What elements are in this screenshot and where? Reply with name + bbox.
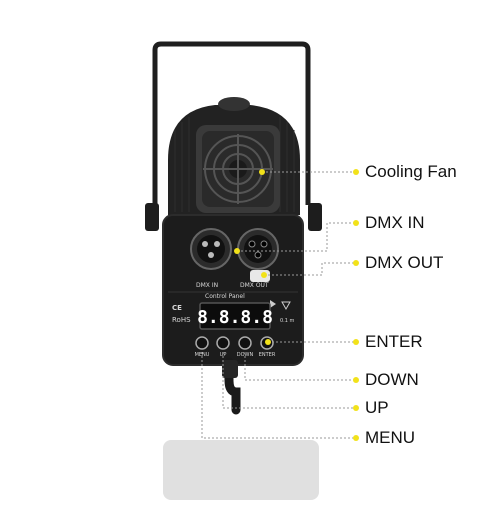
callout-up: UP <box>365 398 389 417</box>
callout-menu: MENU <box>365 428 416 447</box>
rohs-mark: RoHS <box>172 316 191 324</box>
control-buttons: MENU UP DOWN ENTER <box>195 336 276 358</box>
callout-enter: ENTER <box>365 332 423 351</box>
menu-button[interactable] <box>195 336 209 350</box>
ce-mark: CE <box>172 304 182 312</box>
bolt-icon <box>270 300 276 308</box>
callout-dots <box>234 169 359 441</box>
warning-icon <box>281 301 291 311</box>
dmx-in-port-label: DMX IN <box>196 282 218 289</box>
down-button-label: DOWN <box>237 352 254 358</box>
down-button[interactable] <box>238 336 252 350</box>
dmx-in-connector <box>190 228 232 270</box>
led-display <box>199 302 271 330</box>
floor-reflection <box>163 440 319 500</box>
distance-mark: 0.1 m <box>280 318 295 324</box>
yoke-bracket <box>152 41 311 205</box>
enter-button-label: ENTER <box>259 352 276 358</box>
cable-gland <box>222 360 238 378</box>
housing-top-cap <box>218 97 250 111</box>
callout-dmx-in: DMX IN <box>365 213 425 232</box>
left-knob <box>145 203 159 231</box>
up-button[interactable] <box>216 336 230 350</box>
callout-cooling-fan: Cooling Fan <box>365 162 457 181</box>
leader-lines <box>201 171 356 439</box>
control-panel-label: Control Panel <box>205 293 245 300</box>
menu-button-label: MENU <box>195 352 210 358</box>
dmx-out-port-label: DMX OUT <box>240 282 269 289</box>
right-knob <box>308 203 322 231</box>
dmx-out-connector <box>237 228 279 270</box>
display-value: 8.8.8.8 <box>197 307 273 328</box>
callout-down: DOWN <box>365 370 419 389</box>
up-button-label: UP <box>220 352 227 358</box>
callout-dmx-out: DMX OUT <box>365 253 444 272</box>
power-cable <box>224 357 241 415</box>
release-tab <box>250 270 270 282</box>
